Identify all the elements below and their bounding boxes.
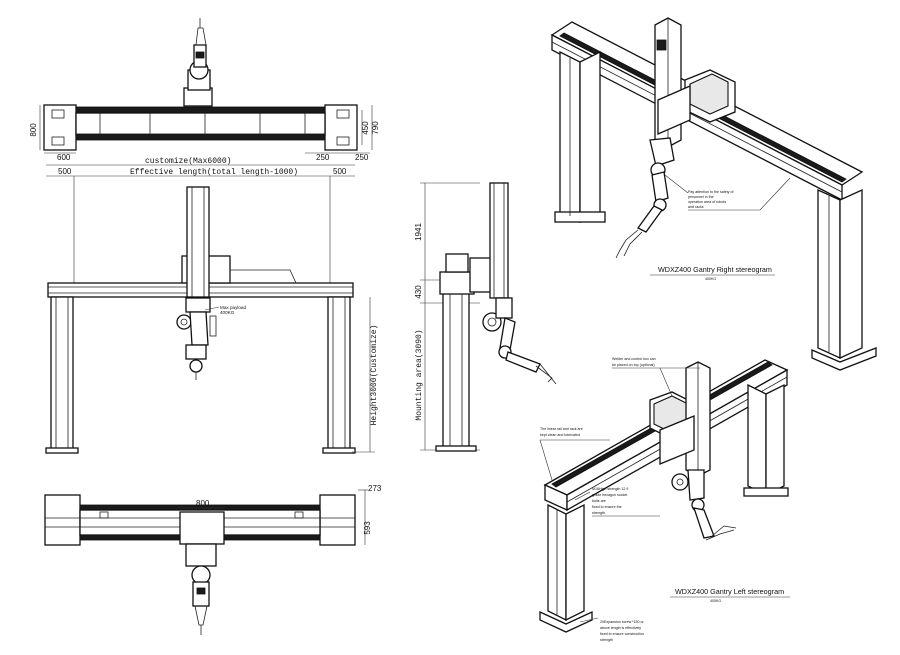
dim-front-500-right: 500 [333, 167, 347, 176]
bottom-view: 800 273 593 [44, 484, 382, 635]
left-note-bolt-1: M16High strength 12.9 [592, 487, 628, 491]
left-note-welder-1: Welder and control box can [612, 357, 656, 361]
side-view-beam-section [439, 271, 475, 295]
top-view-beam [75, 112, 326, 136]
side-view: 1941 430 Mounting area(3090) [414, 182, 557, 452]
top-view-lower-rail [75, 133, 326, 141]
bottom-view-right-end [319, 494, 356, 546]
dim-bottom-800: 800 [196, 499, 210, 508]
left-note-screw-2: above length is effectively [600, 626, 641, 630]
dim-height-3000: Height3000(Customize) [370, 325, 379, 426]
dim-top-790: 790 [371, 121, 380, 135]
dim-customize: customize(Max6000) [145, 157, 231, 166]
left-note-rail-2: kept clean and lubricated [540, 433, 580, 437]
left-note-rail-1: The linear rail and rack are [540, 427, 583, 431]
front-payload-label: Max payload [220, 305, 246, 310]
dim-top-250a: 250 [316, 153, 330, 162]
front-view-right-leg [327, 296, 351, 453]
dim-front-500-left: 500 [58, 167, 72, 176]
side-view-z-column [489, 182, 509, 299]
left-note-screw-1: 20Expansion screw *150 or [600, 620, 645, 624]
top-view-left-end-plate [43, 104, 77, 151]
left-stereogram-title: WDXZ400 Gantry Left stereogram [675, 587, 784, 596]
bottom-view-carriage [179, 511, 225, 545]
right-note-4: and racks [688, 205, 704, 209]
dim-top-450: 450 [361, 121, 370, 135]
left-note-bolt-4: fixed to ensure the [592, 505, 622, 509]
bottom-view-left-end [44, 494, 81, 546]
top-view: 800 450 790 600 250 250 [29, 18, 380, 162]
right-stereogram-title: WDXZ400 Gantry Right stereogram [658, 265, 772, 274]
top-view-right-end-plate [324, 104, 358, 151]
left-note-screw-3: fixed to ensure construction [600, 632, 644, 636]
front-view-left-leg [50, 296, 74, 453]
right-note-1: Pay attention to the safety of [688, 190, 734, 194]
left-stereogram-payload: 400KG [710, 599, 721, 603]
bottom-view-robot [185, 543, 217, 635]
front-view: customize(Max6000) Effective length(tota… [45, 157, 379, 454]
front-payload-value: 400KG [220, 310, 235, 315]
dim-side-1941: 1941 [414, 223, 423, 241]
left-stereogram: Welder and control box can be placed on … [539, 357, 790, 642]
left-note-bolt-3: bolts are [592, 499, 606, 503]
side-view-leg [442, 289, 470, 451]
top-view-upper-rail [75, 106, 326, 114]
dim-bottom-273: 273 [368, 484, 382, 493]
left-note-screw-4: strength [600, 638, 613, 642]
left-note-bolt-5: strength. [592, 511, 606, 515]
front-view-z-column [186, 186, 210, 298]
front-view-robot [176, 297, 217, 380]
dim-side-mounting: Mounting area(3090) [415, 329, 424, 420]
dim-top-250b: 250 [355, 153, 369, 162]
top-view-robot [183, 18, 213, 107]
right-note-3: operation area of robots [688, 200, 726, 204]
right-stereogram-payload: 400KG [705, 277, 716, 281]
dim-top-800: 800 [29, 123, 38, 137]
right-note-2: personnel in the [688, 195, 714, 199]
left-note-bolt-2: grade hexagon socket [592, 493, 627, 497]
side-view-robot [482, 297, 557, 385]
dim-side-430: 430 [414, 285, 423, 299]
dim-effective-length: Effective length(total length-1000) [130, 168, 298, 177]
dim-bottom-593: 593 [363, 521, 372, 535]
dim-top-600: 600 [57, 153, 71, 162]
left-note-welder-2: be placed on top (optional) [612, 363, 655, 367]
right-stereogram: Pay attention to the safety of personnel… [550, 17, 877, 371]
